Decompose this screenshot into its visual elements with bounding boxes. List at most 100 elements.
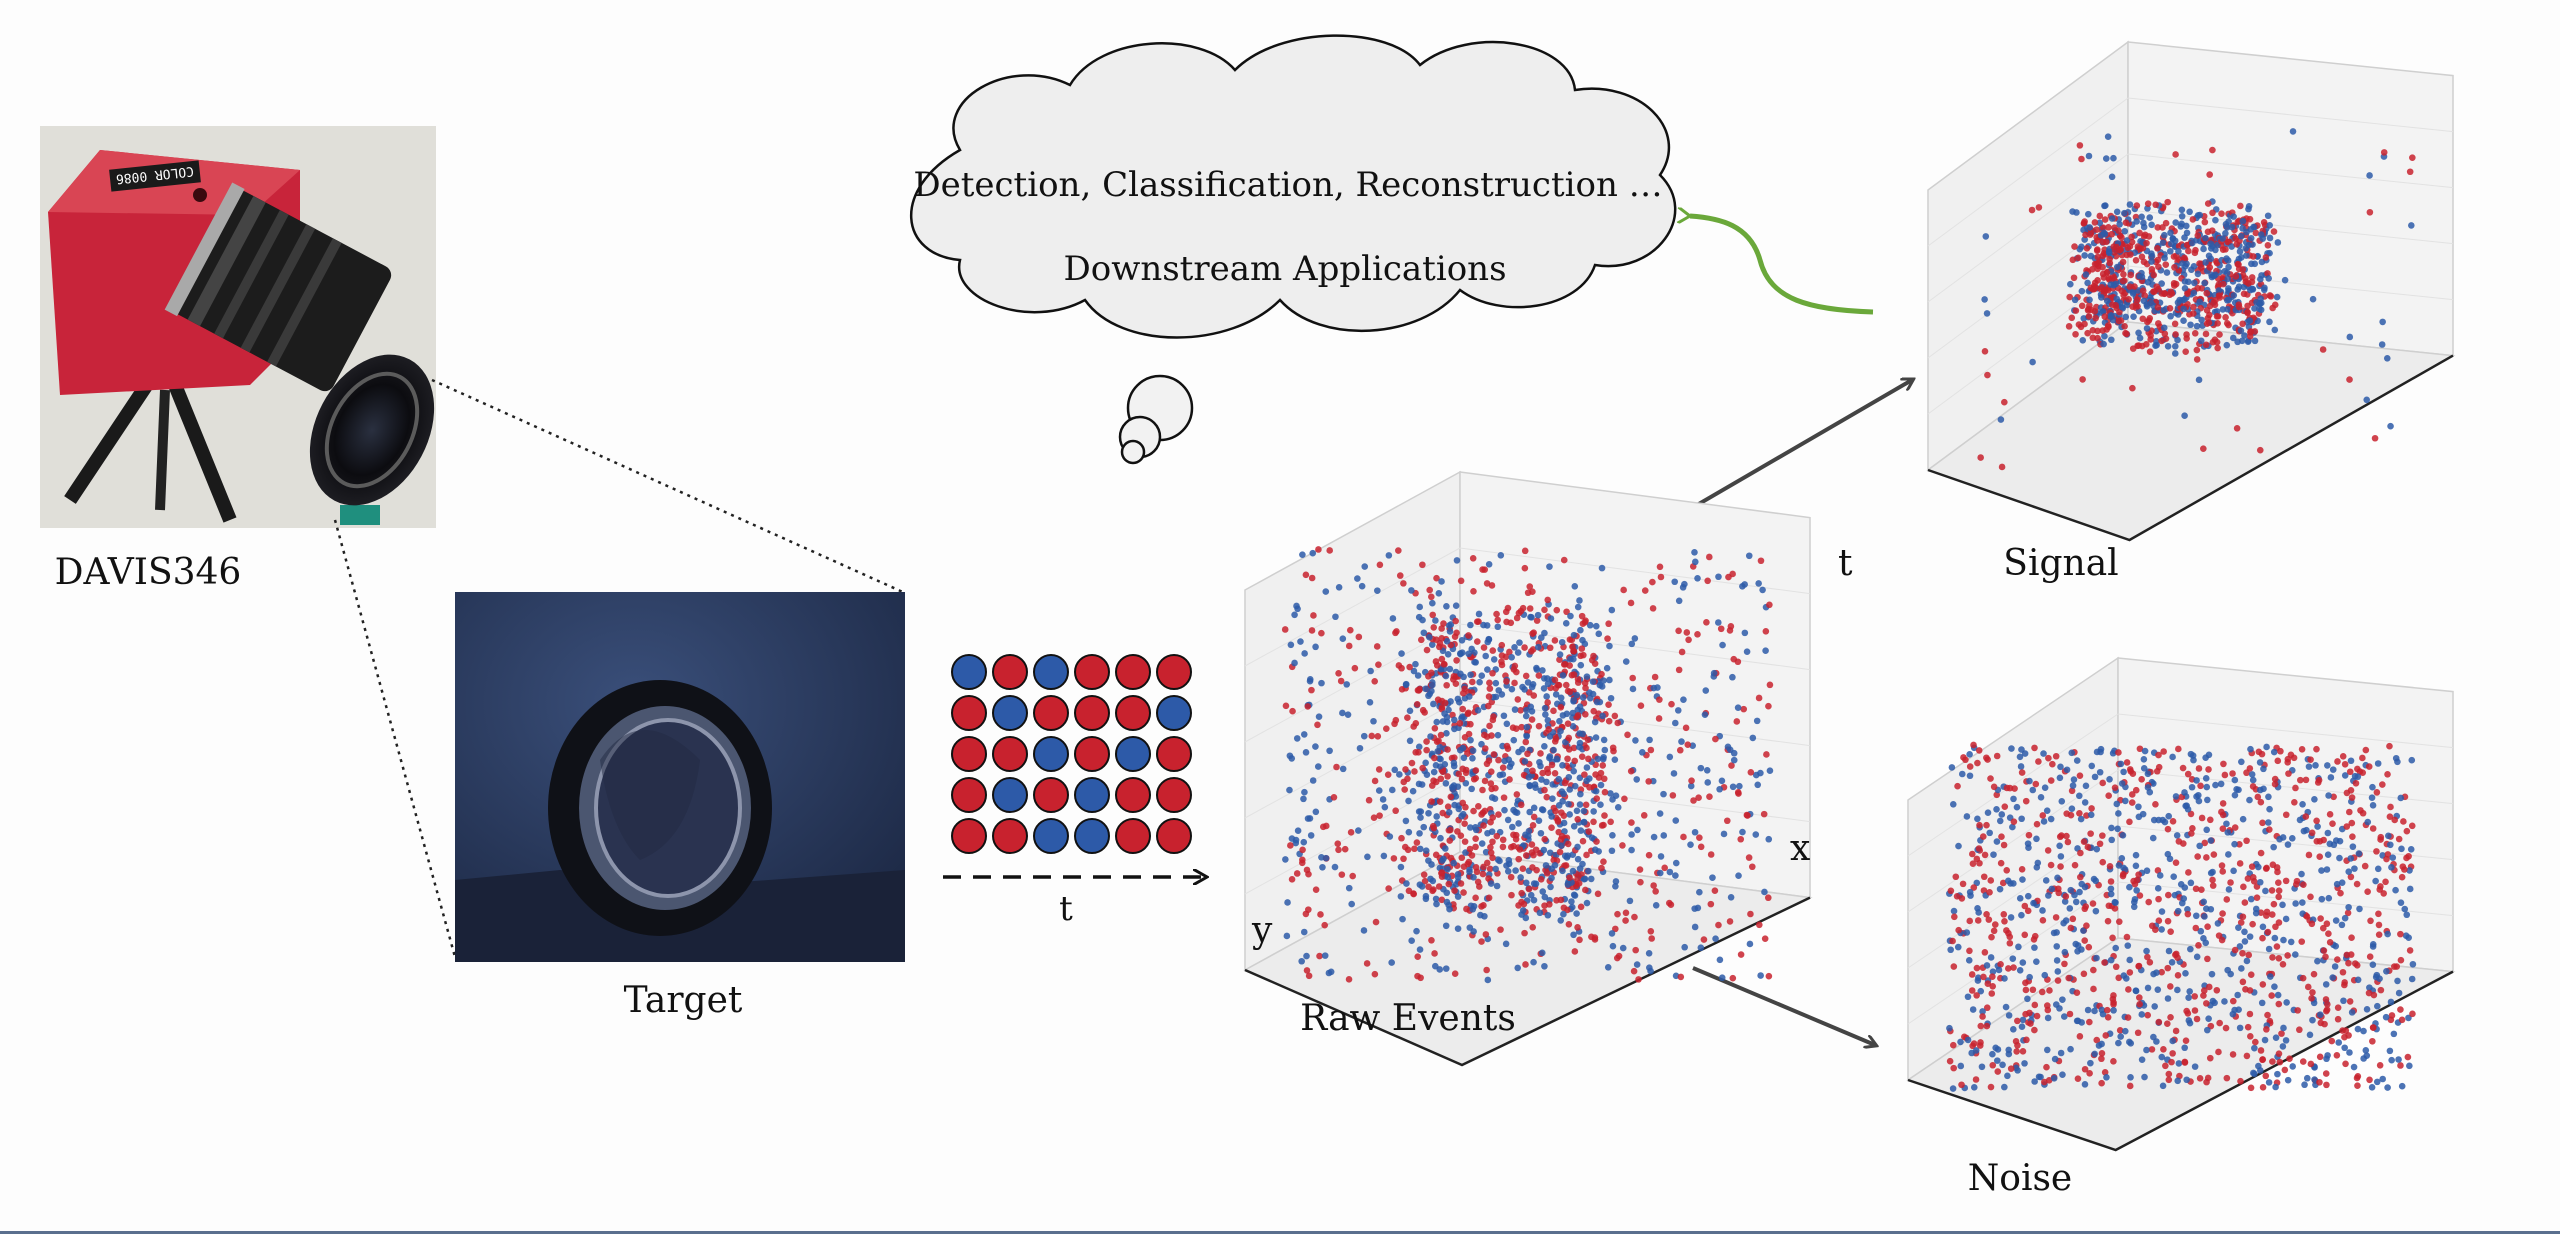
event-point-noise <box>2250 878 2258 885</box>
event-point-noise <box>2135 871 2142 878</box>
event-point-noise <box>2102 1032 2110 1039</box>
event-point-signal <box>2273 293 2281 301</box>
event-point-noise <box>2379 1075 2387 1083</box>
event-point-noise <box>1628 640 1636 648</box>
event-point-noise <box>2065 974 2072 982</box>
event-point-signal <box>1466 845 1474 853</box>
event-point-signal <box>2148 265 2156 273</box>
event-point-signal <box>2183 241 2191 249</box>
event-point-noise <box>2158 1053 2166 1061</box>
event-point-noise <box>1948 764 1956 771</box>
event-point-noise <box>2138 1056 2146 1063</box>
event-point-noise <box>1428 936 1435 944</box>
event-point-signal <box>1597 801 1604 808</box>
event-point-signal <box>2078 243 2085 251</box>
event-point-signal <box>1576 703 1584 711</box>
event-point-noise <box>1682 724 1690 732</box>
event-point-noise <box>2346 376 2353 383</box>
signal-label: Signal <box>2003 543 2118 584</box>
event-point-noise <box>1650 882 1657 889</box>
event-point-signal <box>2126 243 2134 250</box>
event-point-signal <box>1475 618 1482 625</box>
event-point-noise <box>1696 888 1703 896</box>
event-point-signal <box>2243 252 2250 259</box>
event-point-signal <box>2144 318 2151 326</box>
event-point-noise <box>1433 813 1440 820</box>
event-point-signal <box>1433 738 1441 746</box>
event-point-noise <box>1608 930 1616 937</box>
event-point-noise <box>1354 575 1361 582</box>
event-point-noise <box>2282 811 2290 819</box>
event-point-signal <box>1451 887 1458 894</box>
event-point-noise <box>2143 1046 2150 1054</box>
event-point-signal <box>1503 618 1510 626</box>
event-point-signal <box>1462 849 1469 856</box>
event-point-signal <box>1570 891 1578 899</box>
event-point-signal <box>1522 852 1530 859</box>
event-point-noise <box>2280 1024 2287 1032</box>
event-point-noise <box>1621 795 1628 803</box>
event-point-noise <box>2312 762 2319 769</box>
event-point-noise <box>1675 597 1683 605</box>
event-point-signal <box>1570 648 1578 655</box>
event-point-noise <box>2276 1058 2284 1066</box>
event-point-noise <box>2025 844 2032 851</box>
event-point-noise <box>1472 835 1479 842</box>
event-point-noise <box>1343 681 1351 688</box>
event-point-noise <box>1974 977 1982 984</box>
event-point-noise <box>2289 1063 2297 1070</box>
event-point-signal <box>2115 317 2123 325</box>
event-point-noise <box>1748 863 1756 871</box>
event-point-noise <box>1952 873 1960 881</box>
event-point-noise <box>1702 687 1710 694</box>
event-point-noise <box>1298 957 1305 965</box>
event-point-noise <box>2405 1014 2412 1022</box>
event-point-noise <box>1348 900 1355 908</box>
event-point-noise <box>2169 818 2177 825</box>
event-point-noise <box>1626 897 1634 905</box>
event-point-signal <box>2162 335 2170 342</box>
event-point-signal <box>1582 617 1589 625</box>
event-point-noise <box>1976 1042 1984 1049</box>
event-point-signal <box>1485 702 1492 710</box>
event-point-signal <box>1533 666 1541 673</box>
event-point-noise <box>1997 960 2004 968</box>
event-point-noise <box>1486 865 1494 873</box>
event-point-noise <box>2182 1037 2190 1045</box>
event-point-signal <box>2186 208 2193 216</box>
event-point-noise <box>2155 1018 2163 1026</box>
event-point-noise <box>2281 276 2289 284</box>
event-point-noise <box>2202 939 2210 947</box>
event-point-signal <box>2219 235 2226 242</box>
event-point-noise <box>2365 989 2373 997</box>
event-point-signal <box>1556 848 1564 856</box>
event-point-noise <box>1375 766 1383 773</box>
event-point-noise <box>1284 899 1291 906</box>
event-point-noise <box>1314 721 1321 729</box>
event-point-signal <box>1487 768 1495 776</box>
event-point-noise <box>2246 765 2254 772</box>
event-point-noise <box>2193 777 2200 784</box>
event-point-noise <box>2354 765 2361 773</box>
event-point-signal <box>1412 660 1419 668</box>
event-point-signal <box>2075 254 2082 262</box>
event-point-noise <box>1335 583 1343 591</box>
event-point-noise <box>2252 1038 2259 1046</box>
event-point-signal <box>1469 678 1476 686</box>
event-point-noise <box>2041 971 2049 979</box>
grid-line <box>1244 623 1461 743</box>
event-point-noise <box>1993 752 2001 760</box>
event-point-signal <box>1592 787 1600 795</box>
event-point-signal <box>2134 243 2142 250</box>
event-point-noise <box>1321 921 1329 929</box>
event-point-noise <box>2003 867 2011 874</box>
event-point-noise <box>2187 879 2195 887</box>
event-point-noise <box>2164 1020 2171 1028</box>
event-point-noise <box>1308 627 1316 634</box>
event-point-signal <box>1452 680 1460 688</box>
grid-line <box>1244 699 1461 819</box>
event-point-noise <box>2360 1027 2367 1035</box>
event-point-noise <box>2032 780 2040 788</box>
event-point-noise <box>2275 893 2282 901</box>
event-point-noise <box>2111 905 2119 912</box>
